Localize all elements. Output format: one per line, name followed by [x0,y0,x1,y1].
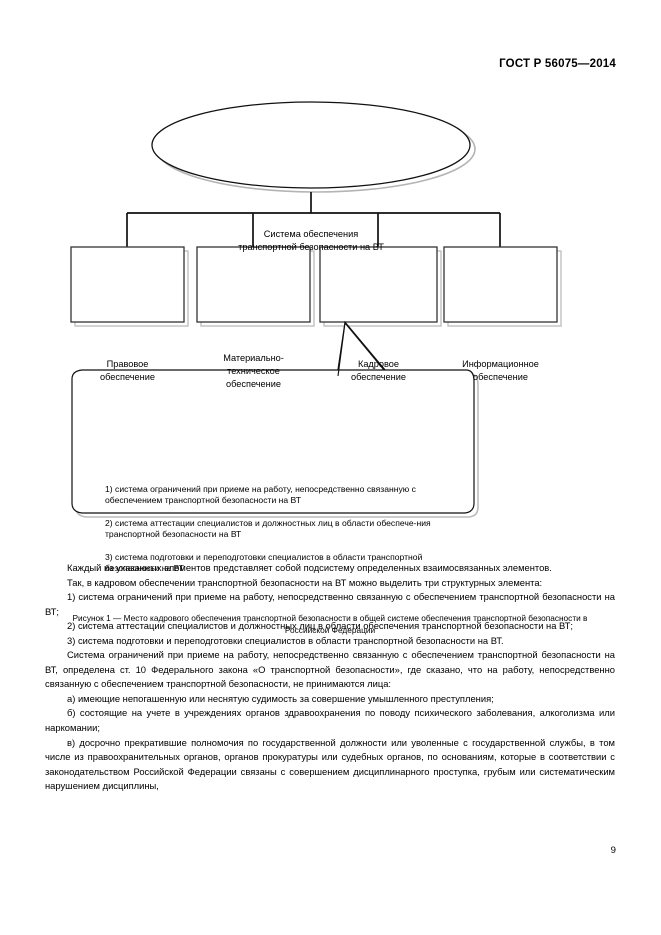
figure-caption: Рисунок 1 — Место кадрового обеспечения … [72,613,588,635]
root-node-ellipse [151,101,471,189]
document-standard-number: ГОСТ Р 56075—2014 [499,58,616,70]
body-paragraph-9: в) досрочно прекратившие полномочия по г… [45,736,615,792]
body-paragraph-1: Каждый из указанных элементов представля… [67,562,552,573]
body-text-block: Каждый из указанных элементов представля… [45,561,615,794]
callout-item-1: 1) система ограничений при приеме на раб… [105,484,416,506]
branch-box-3 [319,246,438,323]
body-paragraph-7: а) имеющие непогашенную или неснятую суд… [67,692,494,704]
diagram-vector-layer [70,101,562,518]
branch-box-2-label: Материально- техническое обеспечение [223,353,284,390]
body-paragraph-2: Так, в кадровом обеспечении транспортной… [67,576,543,588]
body-paragraph-8: б) состоящие на учете в учреждениях орга… [45,707,615,734]
figure-1-diagram: Система обеспечения транспортной безопас… [0,95,661,635]
root-node-label: Система обеспечения транспортной безопас… [238,229,384,252]
branch-box-3-label: Кадровое обеспечение [351,359,406,383]
callout-text-block: 1) система ограничений при приеме на раб… [105,484,471,574]
branch-box-2 [196,246,311,323]
callout-pointer-overlay [337,321,385,377]
callout-item-2: 2) система аттестации специалистов и дол… [105,517,431,540]
callout-item-3: 3) система подготовки и переподготовки с… [105,551,423,574]
branch-box-1 [70,246,185,323]
branch-box-4-label: Информационное обеспечение [462,359,539,383]
branch-box-1-label: Правовое обеспечение [100,359,155,383]
callout-shape [71,369,475,514]
page-number: 9 [610,845,616,856]
branch-box-4 [443,246,558,323]
body-paragraph-6: Система ограничений при приеме на работу… [45,649,615,690]
callout-pointer [336,320,387,377]
body-paragraph-4: 2) система аттестации специалистов и дол… [67,620,574,632]
body-paragraph-5: 3) система подготовки и переподготовки с… [67,634,504,646]
body-paragraph-3: 1) система ограничений при приеме на раб… [45,591,615,617]
